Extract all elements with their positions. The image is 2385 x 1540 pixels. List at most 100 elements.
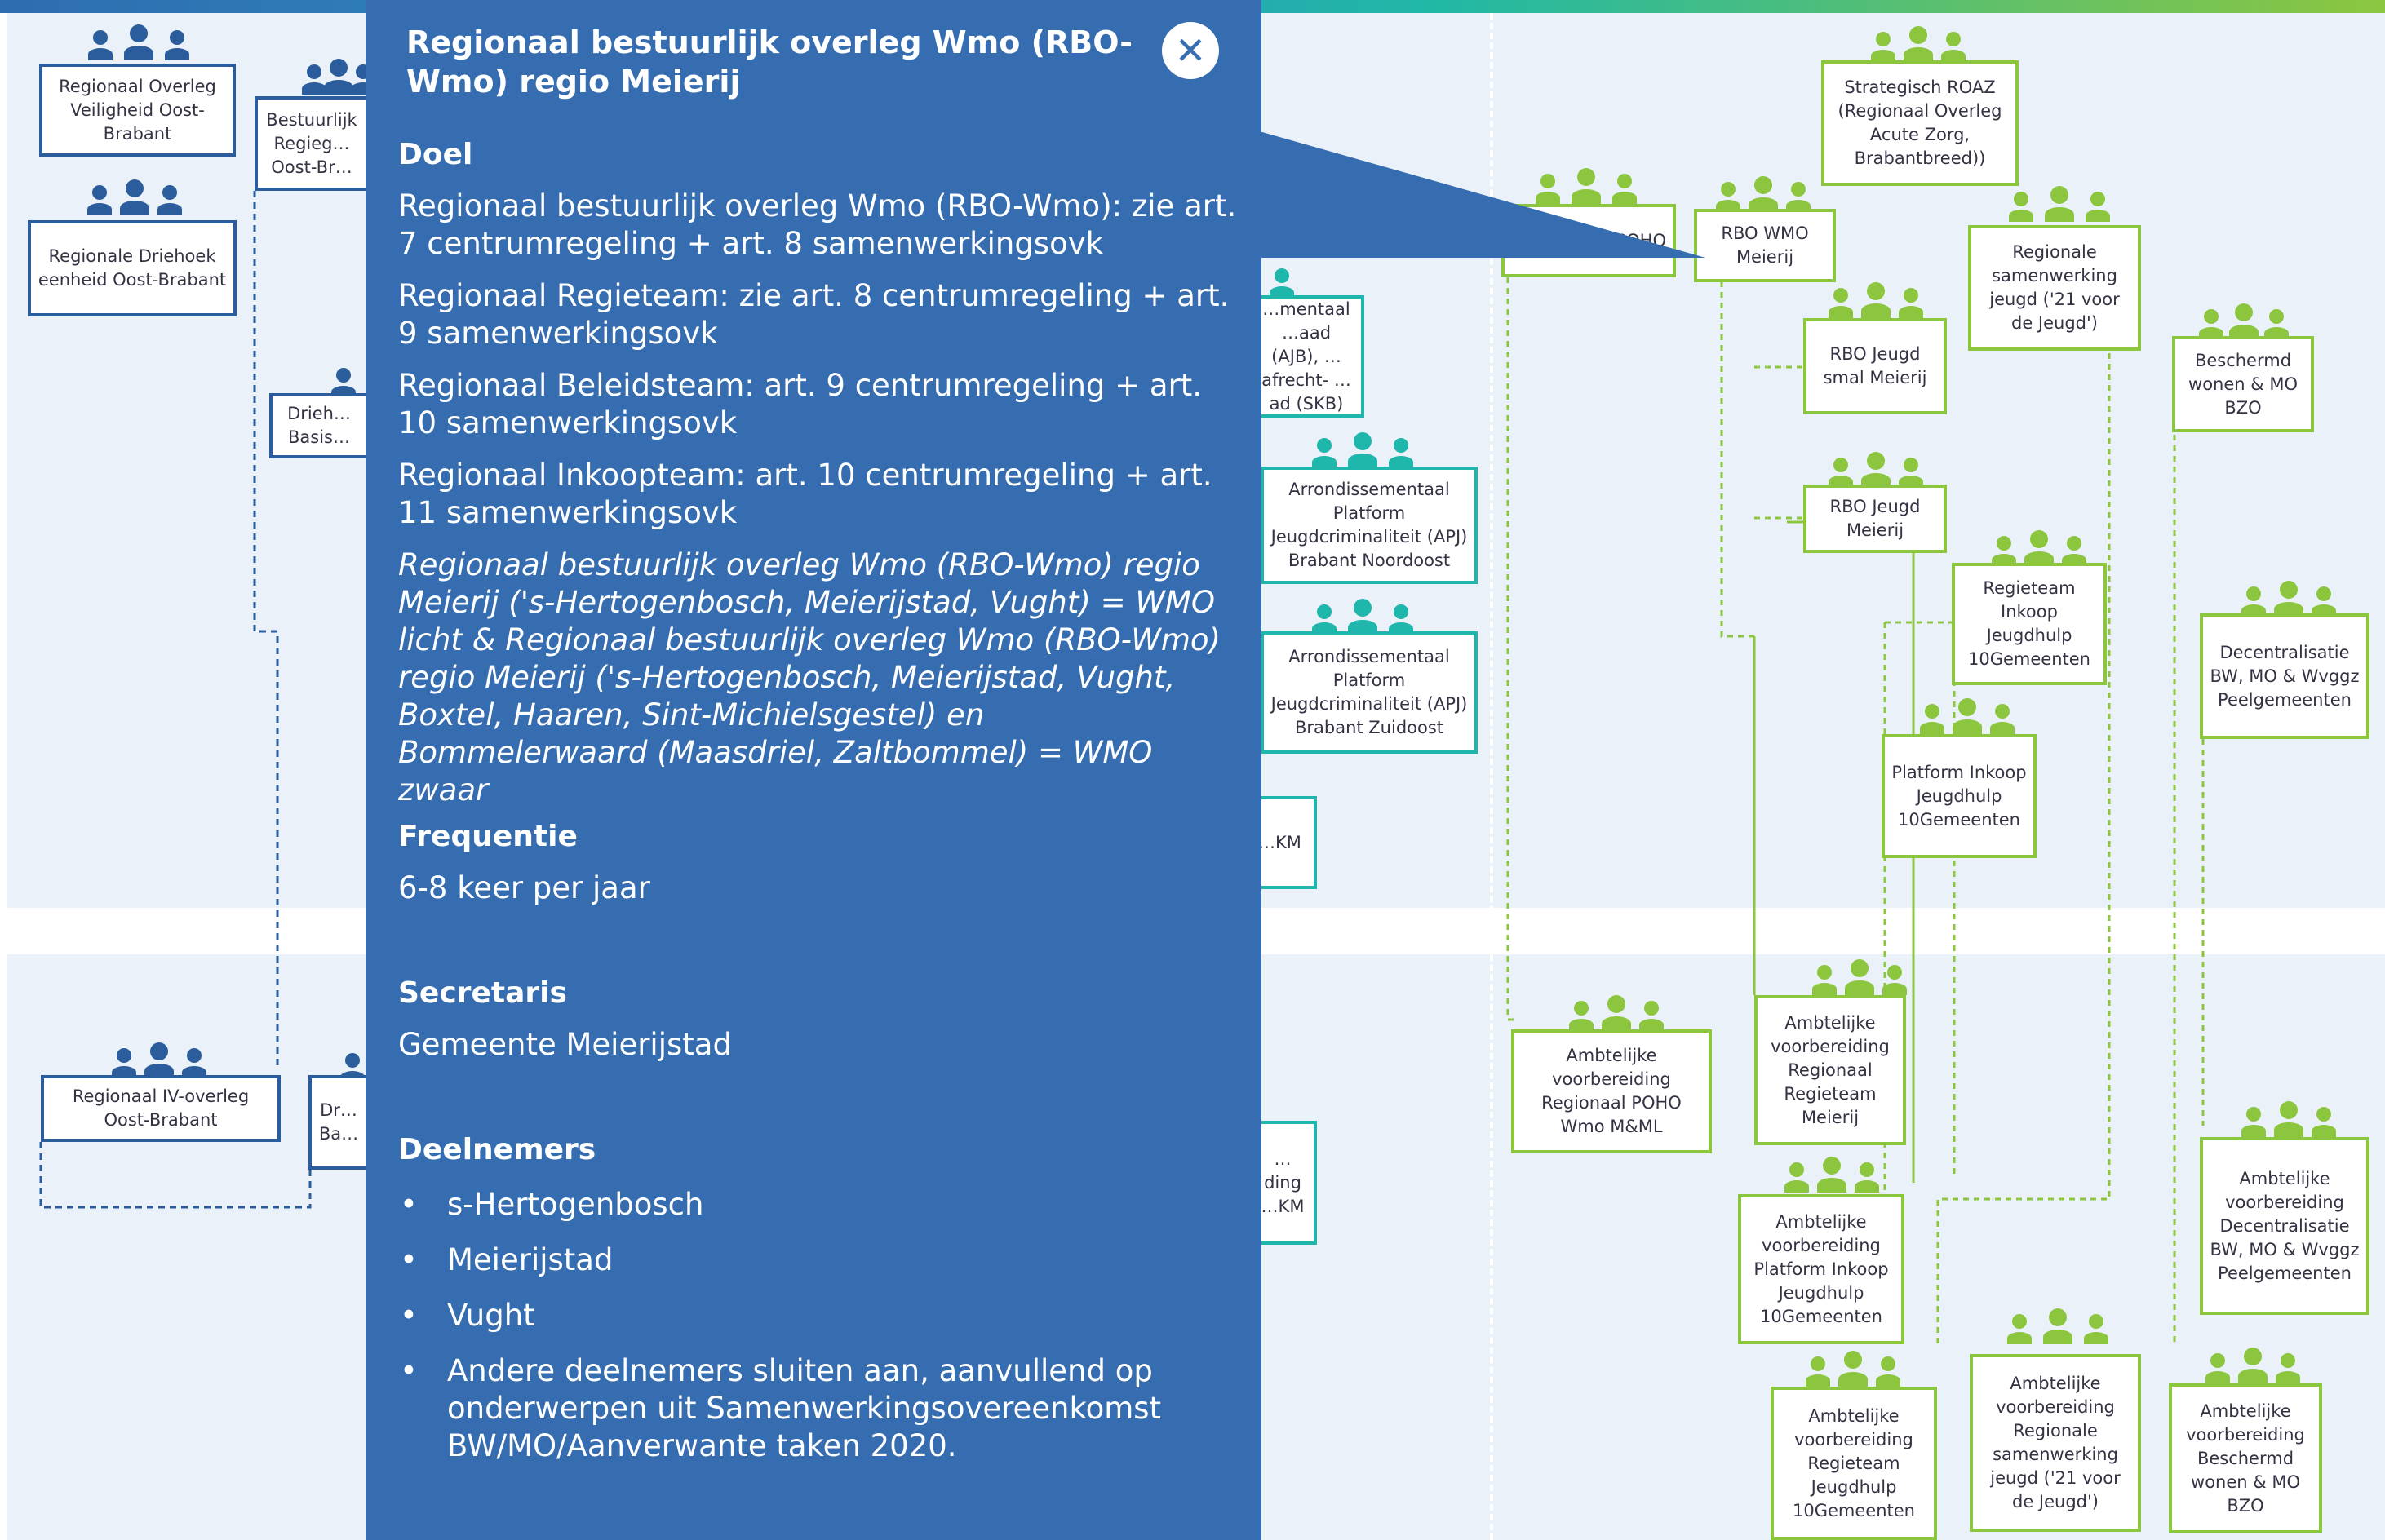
person-icon bbox=[2312, 1107, 2337, 1137]
person-icon bbox=[1784, 1162, 1809, 1193]
person-icon bbox=[1348, 432, 1377, 468]
people-icon bbox=[82, 24, 196, 60]
deelnemers-heading: Deelnemers bbox=[398, 1133, 596, 1166]
person-icon bbox=[324, 59, 353, 95]
column-divider bbox=[1490, 13, 1493, 1540]
person-icon bbox=[1990, 704, 2015, 734]
node-label: Drieh… Basis… bbox=[287, 404, 351, 447]
node-regionaal-iv-overleg[interactable]: Regionaal IV-overleg Oost-Brabant bbox=[41, 1075, 281, 1142]
node-label: …KM bbox=[1258, 832, 1301, 852]
person-icon bbox=[1876, 1356, 1901, 1387]
person-icon bbox=[1861, 282, 1891, 318]
node-label: Regionale Driehoek eenheid Oost-Brabant bbox=[38, 246, 227, 290]
panel-body: Doel Regionaal bestuurlijk overleg Wmo (… bbox=[398, 137, 1239, 1483]
person-icon bbox=[1882, 965, 1908, 995]
node-driehoek-basisteam-2[interactable]: Dr… Ba… bbox=[308, 1075, 369, 1170]
person-icon bbox=[2007, 1314, 2033, 1344]
people-icon bbox=[2002, 186, 2117, 222]
people-icon bbox=[1800, 1351, 1906, 1387]
list-item: s-Hertogenbosch bbox=[398, 1186, 1239, 1224]
frequentie-value: 6-8 keer per jaar bbox=[398, 870, 650, 905]
person-icon bbox=[86, 185, 112, 215]
node-ambt-beschermd-wonen[interactable]: Ambtelijke voorbereiding Beschermd wonen… bbox=[2169, 1383, 2322, 1533]
person-icon bbox=[88, 30, 113, 60]
node-platform-inkoop[interactable]: Platform Inkoop Jeugdhulp 10Gemeenten bbox=[1882, 734, 2037, 858]
node-ambt-regieteam-meierij[interactable]: Ambtelijke voorbereiding Regionaal Regie… bbox=[1754, 995, 1906, 1145]
person-icon bbox=[1805, 1356, 1830, 1387]
person-icon bbox=[1861, 452, 1891, 488]
doel-line: Regionaal Beleidsteam: art. 9 centrumreg… bbox=[398, 368, 1203, 440]
node-decentralisatie-bw[interactable]: Decentralisatie BW, MO & Wvggz Peelgemee… bbox=[2200, 613, 2369, 739]
people-icon bbox=[1865, 26, 1971, 62]
close-icon[interactable]: ✕ bbox=[1162, 22, 1219, 79]
node-regieteam-inkoop[interactable]: Regieteam Inkoop Jeugdhulp 10Gemeenten bbox=[1952, 563, 2107, 685]
node-regionaal-overleg-veiligheid[interactable]: Regionaal Overleg Veiligheid Oost-Braban… bbox=[39, 64, 236, 157]
person-icon bbox=[2274, 1101, 2303, 1137]
node-label: RBO Jeugd smal Meierij bbox=[1823, 344, 1927, 387]
node-label: Bestuurlijk Regieg… Oost-Br… bbox=[266, 109, 357, 177]
secretaris-value: Gemeente Meierijstad bbox=[398, 1027, 732, 1062]
person-icon bbox=[2238, 1348, 2268, 1383]
person-icon bbox=[164, 30, 189, 60]
node-label: Regionaal IV-overleg Oost-Brabant bbox=[72, 1086, 250, 1130]
node-ambt-regieteam-jeugdhulp[interactable]: Ambtelijke voorbereiding Regieteam Jeugd… bbox=[1771, 1387, 1937, 1540]
node-ambt-decentralisatie-bw[interactable]: Ambtelijke voorbereiding Decentralisatie… bbox=[2200, 1137, 2369, 1315]
people-icon bbox=[2001, 1308, 2115, 1344]
node-bestuurlijk-regiegroep[interactable]: Bestuurlijk Regieg… Oost-Br… bbox=[255, 96, 369, 191]
people-icon bbox=[1806, 959, 1913, 995]
node-regionale-samenwerking-jeugd[interactable]: Regionale samenwerking jeugd ('21 voor d… bbox=[1968, 225, 2141, 351]
node-label: …ding …KM bbox=[1261, 1148, 1305, 1216]
node-apj-noordoost[interactable]: Arrondissementaal Platform Jeugdcriminal… bbox=[1261, 467, 1478, 584]
person-icon bbox=[1904, 26, 1933, 62]
person-icon bbox=[1855, 1162, 1880, 1193]
people-icon bbox=[1914, 698, 2020, 734]
info-panel: Regionaal bestuurlijk overleg Wmo (RBO-W… bbox=[366, 0, 1261, 1540]
person-icon bbox=[1536, 174, 1561, 204]
node-regionale-driehoek[interactable]: Regionale Driehoek eenheid Oost-Brabant bbox=[28, 220, 237, 316]
person-icon bbox=[1602, 995, 1631, 1031]
node-label: Arrondissementaal Platform Jeugdcriminal… bbox=[1270, 647, 1468, 737]
person-icon bbox=[302, 64, 326, 95]
people-icon bbox=[2200, 1348, 2306, 1383]
node-ajb-skb[interactable]: …mentaal …aad (AJB), …afrecht- …ad (SKB) bbox=[1248, 295, 1364, 418]
node-label: Decentralisatie BW, MO & Wvggz Peelgemee… bbox=[2210, 642, 2360, 710]
node-rbo-wmo-meierij[interactable]: RBO WMO Meierij bbox=[1694, 209, 1836, 282]
node-label: Ambtelijke voorbereiding Platform Inkoop… bbox=[1753, 1211, 1889, 1326]
person-icon bbox=[144, 1042, 174, 1078]
person-icon bbox=[1639, 1001, 1665, 1031]
person-icon bbox=[2009, 192, 2034, 222]
people-icon bbox=[2236, 581, 2342, 617]
person-icon bbox=[2083, 1314, 2108, 1344]
doel-line: Regionaal Regieteam: zie art. 8 centrumr… bbox=[398, 278, 1230, 351]
node-label: Ambtelijke voorbereiding Regionale samen… bbox=[1990, 1374, 2121, 1511]
person-icon bbox=[1845, 959, 1874, 995]
person-icon bbox=[2085, 192, 2110, 222]
node-ambt-platform-inkoop[interactable]: Ambtelijke voorbereiding Platform Inkoop… bbox=[1738, 1194, 1904, 1344]
node-label: Platform Inkoop Jeugdhulp 10Gemeenten bbox=[1891, 762, 2027, 830]
doel-line: Regionaal bestuurlijk overleg Wmo (RBO-W… bbox=[398, 188, 1237, 261]
person-icon bbox=[1838, 1351, 1868, 1387]
frequentie-heading: Frequentie bbox=[398, 820, 578, 853]
doel-heading: Doel bbox=[398, 138, 473, 171]
node-ambt-poho[interactable]: Ambtelijke voorbereiding Regionaal POHO … bbox=[1511, 1029, 1712, 1153]
node-rbo-jeugd-meierij[interactable]: RBO Jeugd Meierij bbox=[1803, 485, 1947, 553]
node-label: Beschermd wonen & MO BZO bbox=[2188, 350, 2298, 418]
node-apj-zuidoost[interactable]: Arrondissementaal Platform Jeugdcriminal… bbox=[1261, 631, 1478, 754]
node-ambt-regionale-samenwerking-jeugd[interactable]: Ambtelijke voorbereiding Regionale samen… bbox=[1970, 1354, 2141, 1532]
node-strategisch-roaz[interactable]: Strategisch ROAZ (Regionaal Overleg Acut… bbox=[1821, 60, 2019, 186]
node-rbo-jeugd-smal[interactable]: RBO Jeugd smal Meierij bbox=[1803, 318, 1947, 414]
person-icon bbox=[2045, 186, 2074, 222]
node-label: Ambtelijke voorbereiding Regionaal POHO … bbox=[1541, 1046, 1682, 1136]
person-icon bbox=[1811, 965, 1837, 995]
people-icon bbox=[2236, 1101, 2342, 1137]
person-icon bbox=[1899, 288, 1924, 318]
people-icon bbox=[1779, 1157, 1885, 1193]
deelnemers-list: s-Hertogenbosch Meierijstad Vught Andere… bbox=[398, 1186, 1239, 1465]
person-icon bbox=[1348, 599, 1377, 635]
node-beschermd-wonen[interactable]: Beschermd wonen & MO BZO bbox=[2172, 336, 2314, 432]
people-icon bbox=[82, 179, 188, 215]
node-label: Dr… Ba… bbox=[318, 1100, 359, 1144]
person-icon bbox=[2043, 1308, 2072, 1344]
node-label: Ambtelijke voorbereiding Regieteam Jeugd… bbox=[1793, 1405, 1915, 1520]
person-icon bbox=[2024, 530, 2054, 566]
